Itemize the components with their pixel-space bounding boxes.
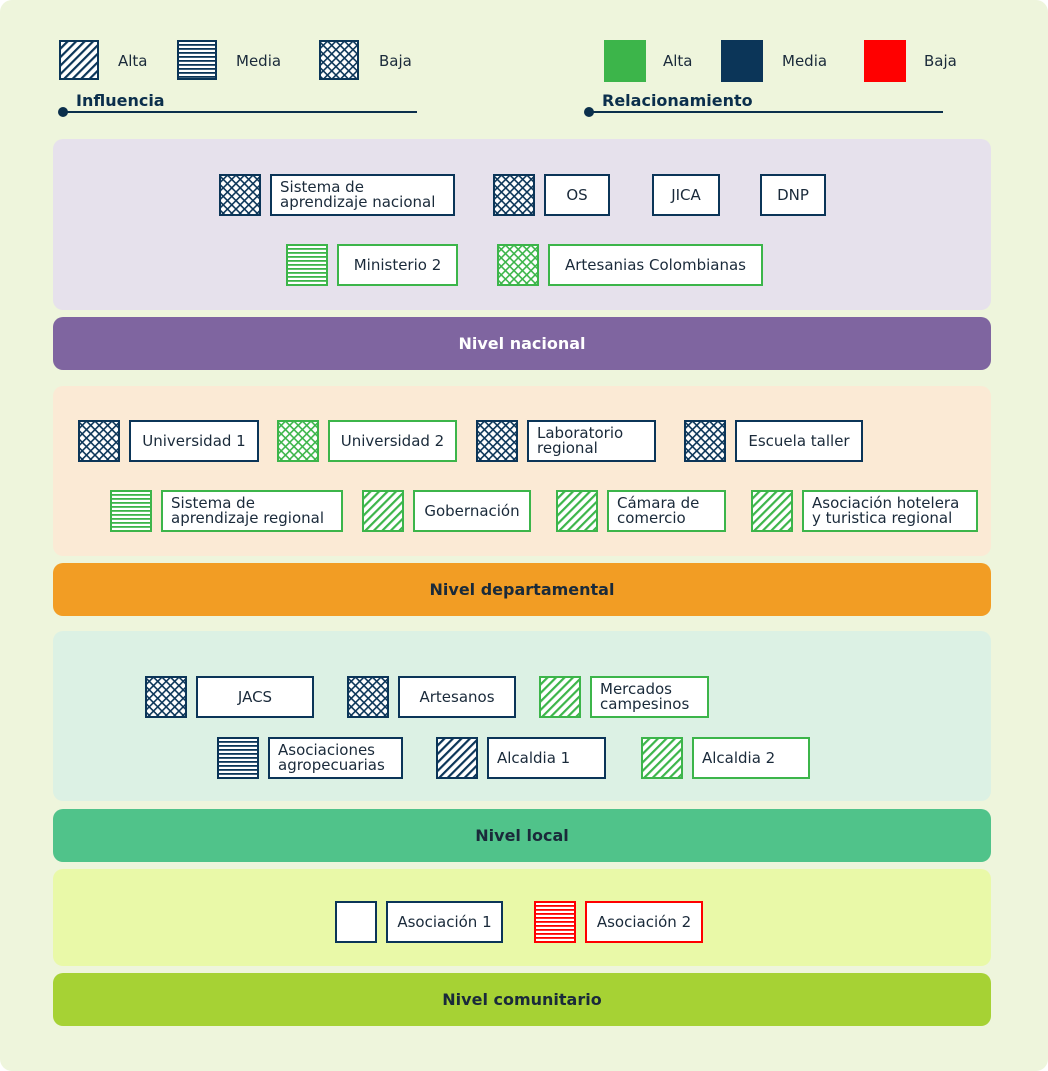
bar-nivel-comunitario: Nivel comunitario: [53, 973, 991, 1026]
actor-label: Gobernación: [413, 490, 531, 532]
legend-relation-media-swatch: [721, 40, 763, 82]
actor-label: Asociaciones agropecuarias: [268, 737, 403, 779]
legend-relation-media-label: Media: [782, 52, 828, 70]
influence-diagonal-icon: [362, 490, 404, 532]
influence-crosshatch-icon: [277, 420, 319, 462]
legend-relation-alta-swatch: [604, 40, 646, 82]
bar-nivel-local: Nivel local: [53, 809, 991, 862]
actor-label: Artesanos: [398, 676, 516, 718]
legend-influence-baja-label: Baja: [379, 52, 412, 70]
influence-diagonal-icon: [556, 490, 598, 532]
actor-label: Sistema de aprendizaje nacional: [270, 174, 455, 216]
influence-crosshatch-icon: [78, 420, 120, 462]
legend-influence-alta-swatch: [59, 40, 99, 80]
influence-diagonal-icon: [539, 676, 581, 718]
legend-relation-baja-label: Baja: [924, 52, 957, 70]
actor-label: Alcaldia 2: [692, 737, 810, 779]
actor-label: JICA: [652, 174, 720, 216]
legend-influence-line: [63, 111, 417, 113]
actor-label: Ministerio 2: [337, 244, 458, 286]
influence-crosshatch-icon: [684, 420, 726, 462]
actor-label: Artesanias Colombianas: [548, 244, 763, 286]
actor-label: Asociación 2: [585, 901, 703, 943]
influence-horizontal-icon: [217, 737, 259, 779]
bar-nivel-departamental: Nivel departamental: [53, 563, 991, 616]
legend-relation-title: Relacionamiento: [602, 91, 753, 110]
legend-influence-title: Influencia: [76, 91, 165, 110]
actor-label: OS: [544, 174, 610, 216]
actor-label: Mercados campesinos: [590, 676, 709, 718]
legend-relation-line: [589, 111, 943, 113]
influence-crosshatch-icon: [476, 420, 518, 462]
legend-influence-baja-swatch: [319, 40, 359, 80]
actor-label: DNP: [760, 174, 826, 216]
actor-label: Laboratorio regional: [527, 420, 656, 462]
influence-horizontal-icon: [110, 490, 152, 532]
influence-crosshatch-icon: [493, 174, 535, 216]
bar-nivel-nacional: Nivel nacional: [53, 317, 991, 370]
influence-horizontal-icon: [286, 244, 328, 286]
influence-horizontal-icon: [534, 901, 576, 943]
influence-crosshatch-icon: [497, 244, 539, 286]
legend-influence-alta-label: Alta: [118, 52, 148, 70]
actor-label: Asociación 1: [386, 901, 503, 943]
influence-crosshatch-icon: [145, 676, 187, 718]
influence-diagonal-icon: [436, 737, 478, 779]
actor-label: Universidad 1: [129, 420, 259, 462]
legend-relation-baja-swatch: [864, 40, 906, 82]
legend-relation-alta-label: Alta: [663, 52, 693, 70]
influence-diagonal-icon: [751, 490, 793, 532]
actor-label: Universidad 2: [328, 420, 457, 462]
actor-label: Alcaldia 1: [487, 737, 606, 779]
influence-crosshatch-icon: [219, 174, 261, 216]
legend-influence-media-label: Media: [236, 52, 282, 70]
influence-diagonal-icon: [641, 737, 683, 779]
actor-label: Escuela taller: [735, 420, 863, 462]
panel-nivel-comunitario: [53, 869, 991, 966]
actor-label: JACS: [196, 676, 314, 718]
legend-influence-media-swatch: [177, 40, 217, 80]
actor-label: Sistema de aprendizaje regional: [161, 490, 343, 532]
actor-label: Asociación hotelera y turistica regional: [802, 490, 978, 532]
influence-crosshatch-icon: [347, 676, 389, 718]
actor-label: Cámara de comercio: [607, 490, 726, 532]
influence-blank-icon: [335, 901, 377, 943]
